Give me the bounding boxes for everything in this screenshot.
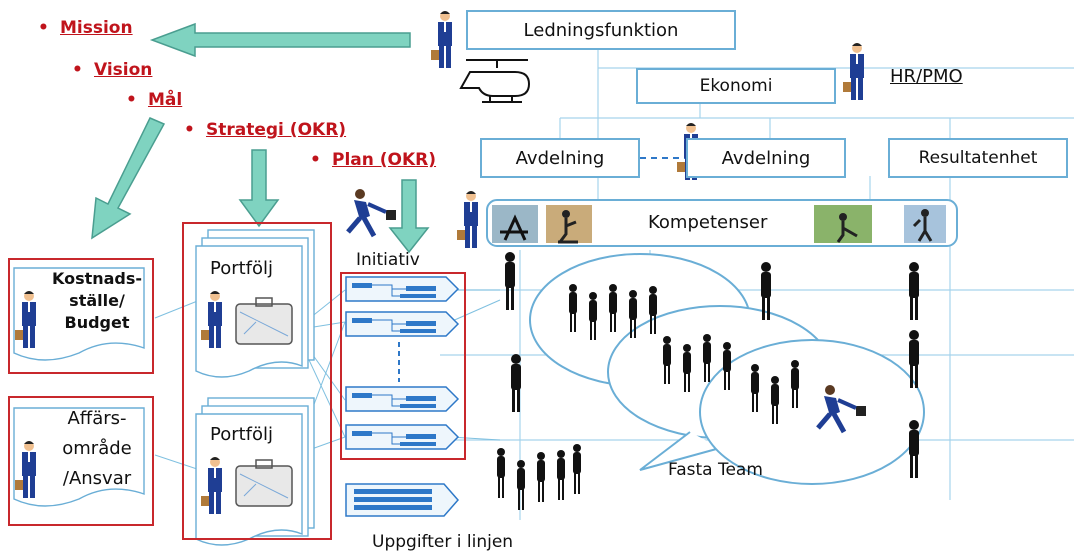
- plan-link[interactable]: Plan (OKR): [332, 150, 437, 170]
- hr-pmo-label[interactable]: HR/PMO: [890, 66, 963, 87]
- resultatenhet-box[interactable]: Resultatenhet: [888, 138, 1068, 178]
- business-people: [15, 11, 866, 514]
- bullet: •: [72, 60, 83, 80]
- affars-line2: område: [62, 438, 132, 459]
- uppgifter-label: Uppgifter i linjen: [372, 532, 514, 552]
- silhouettes: [497, 252, 919, 510]
- strategi-link[interactable]: Strategi (OKR): [206, 120, 347, 140]
- avdelning-label: Avdelning: [721, 147, 811, 169]
- documents-left: [13, 267, 145, 507]
- portfolio-label-2[interactable]: Portfölj: [210, 424, 274, 445]
- portfolio-group: [182, 222, 332, 540]
- kompetenser-label[interactable]: Kompetenser: [648, 212, 768, 233]
- mission-link[interactable]: Mission: [60, 18, 133, 38]
- avdelning-box-1[interactable]: Avdelning: [480, 138, 640, 178]
- kostnad-line3: Budget: [64, 313, 130, 332]
- avdelning-box-2[interactable]: Avdelning: [686, 138, 846, 178]
- fasta-team-label: Fasta Team: [668, 460, 763, 480]
- kostnad-group: [8, 258, 154, 374]
- initiative-arrows: [345, 276, 460, 450]
- affars-line3: /Ansvar: [62, 468, 132, 489]
- affars-group: [8, 396, 154, 526]
- mal-link[interactable]: Mål: [148, 90, 183, 110]
- resultatenhet-label: Resultatenhet: [918, 148, 1038, 168]
- affars-text[interactable]: Affärs- område /Ansvar: [44, 404, 150, 494]
- kostnad-line2: ställe/: [69, 291, 125, 310]
- kostnad-line1: Kostnads-: [51, 269, 143, 288]
- initiativ-group: [340, 272, 466, 460]
- ekonomi-label: Ekonomi: [699, 76, 773, 96]
- teal-arrows: [91, 22, 430, 254]
- bullet: •: [126, 90, 137, 110]
- vision-link[interactable]: Vision: [94, 60, 153, 80]
- initiativ-label: Initiativ: [356, 250, 420, 270]
- ledningsfunktion-box[interactable]: Ledningsfunktion: [466, 10, 736, 50]
- portfolio-label-1[interactable]: Portfölj: [210, 258, 274, 279]
- competence-thumbnails: [492, 205, 946, 244]
- ekonomi-box[interactable]: Ekonomi: [636, 68, 836, 104]
- bullet: •: [184, 120, 195, 140]
- briefcases: [235, 297, 293, 507]
- bullet: •: [38, 18, 49, 38]
- bullet: •: [310, 150, 321, 170]
- tasks-arrow: [345, 483, 459, 517]
- helicopter-icon: [459, 59, 531, 103]
- avdelning-label: Avdelning: [515, 147, 605, 169]
- kostnad-text[interactable]: Kostnads- ställe/ Budget: [44, 268, 150, 334]
- ledningsfunktion-label: Ledningsfunktion: [523, 19, 679, 41]
- affars-line1: Affärs-: [67, 408, 127, 429]
